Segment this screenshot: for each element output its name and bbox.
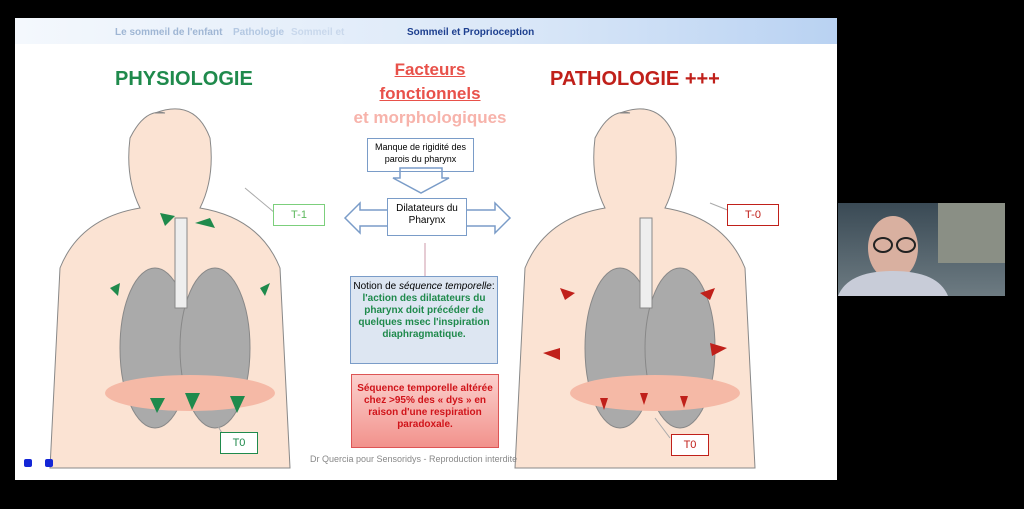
webcam-video [838,203,1005,296]
crumb-sommeil-et[interactable]: Sommeil et [291,27,345,38]
footer: Dr Quercia pour Sensoridys - Reproductio… [310,454,518,464]
right-title: PATHOLOGIE +++ [550,68,720,90]
label-left-t1: T-1 [273,204,325,226]
right-body [514,108,756,469]
notion-box: Notion de séquence temporelle: l'action … [350,276,498,364]
center-title: Facteurs fonctionnels et morphologiques [345,58,515,130]
red-arrows [543,288,727,410]
left-body [49,108,291,469]
center-title-line2: fonctionnels [379,84,481,103]
label-left-t0: T0 [220,432,258,454]
nav-dot-2[interactable] [45,459,53,467]
center-title-line3: et morphologiques [353,108,507,127]
center-title-line1: Facteurs [394,60,466,79]
dilatateurs-box: Dilatateurs du Pharynx [387,198,467,236]
label-right-t0top: T-0 [727,204,779,226]
left-title: PHYSIOLOGIE [115,68,253,90]
nav-dot-1[interactable] [24,459,32,467]
crumb-sommeil-enfant[interactable]: Le sommeil de l'enfant [115,27,223,38]
notion-prefix: Notion de [353,281,399,292]
notion-colon: : [491,281,495,292]
notion-italic: séquence temporelle [398,281,492,292]
slide: Le sommeil de l'enfant Pathologie Sommei… [15,18,837,480]
crumb-active[interactable]: Sommeil et Proprioception [407,27,535,38]
label-right-t0: T0 [671,434,709,456]
notion-green: l'action des dilatateurs du pharynx doit… [358,293,490,340]
anatomy-illustrations [49,108,756,469]
green-arrows [110,213,270,413]
alert-box: Séquence temporelle altérée chez >95% de… [351,374,499,448]
crumb-pathologie[interactable]: Pathologie [233,27,285,38]
rigidity-box: Manque de rigidité des parois du pharynx [367,138,474,172]
breadcrumb-bar: Le sommeil de l'enfant Pathologie Sommei… [15,18,837,44]
presenter-figure [838,203,1005,296]
